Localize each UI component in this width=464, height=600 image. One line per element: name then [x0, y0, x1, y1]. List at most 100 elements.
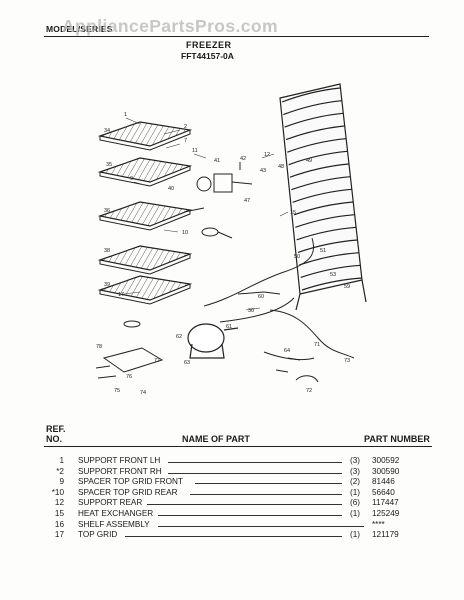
quantity: (1): [349, 487, 360, 497]
callout-number: 63: [184, 360, 190, 366]
table-header-rule: [44, 446, 432, 447]
quantity: (3): [349, 456, 360, 465]
model-code: FFT44157-0A: [181, 51, 234, 61]
fan-assembly: [183, 162, 253, 239]
quantity: (1): [349, 509, 360, 518]
callout-number: 76: [126, 374, 132, 380]
callout-number: 59: [344, 284, 350, 290]
part-name: SPACER TOP GRID FRONT: [78, 477, 183, 487]
callout-number: 11: [192, 148, 198, 154]
drain-components: [95, 320, 319, 383]
part-number: 300592: [372, 456, 400, 465]
callout-number: 48: [278, 164, 284, 170]
table-row: 9 SPACER TOP GRID FRONT (2) 81446: [44, 477, 432, 487]
callout-number: 1: [124, 112, 127, 118]
model-label: MODEL/SERIES: [46, 24, 113, 34]
callout-number: 17: [118, 292, 124, 298]
callout-number: 42: [240, 156, 246, 162]
ref-no: 9: [59, 477, 64, 487]
part-name: SPACER TOP GRID REAR: [78, 487, 178, 497]
dotted-leader: [146, 504, 342, 506]
callout-number: 15: [290, 210, 296, 216]
quantity: (3): [349, 466, 360, 476]
dotted-leader: [157, 525, 364, 527]
dotted-leader: [168, 462, 342, 463]
callout-number: 12: [264, 152, 270, 158]
quantity: (2): [349, 477, 360, 487]
part-number: 125249: [372, 509, 400, 518]
table-row: *2 SUPPORT FRONT RH (3) 300590: [44, 467, 432, 477]
part-name: TOP GRID: [78, 530, 118, 540]
part-name: SUPPORT FRONT LH: [78, 456, 161, 465]
ref-no: 1: [59, 456, 64, 465]
ref-no: *2: [56, 466, 64, 476]
section-title: FREEZER: [186, 40, 232, 50]
callout-number: 43: [260, 168, 266, 174]
callout-number: 74: [140, 390, 146, 396]
callout-number: 36: [104, 208, 110, 214]
callout-number: 39: [104, 282, 110, 288]
callout-number: 49: [306, 158, 312, 164]
dotted-leader: [190, 493, 342, 495]
part-number: 81446: [372, 477, 395, 487]
callout-number: 47: [244, 198, 250, 204]
callout-marks: [123, 117, 289, 311]
callout-number: 62: [176, 334, 182, 340]
evaporator-coil: [279, 83, 367, 311]
header-rule: [44, 36, 429, 37]
watermark: AppliancePartsPros.com: [62, 16, 278, 36]
part-number: ****: [372, 519, 385, 529]
table-row: 17 TOP GRID (1) 121179: [44, 530, 432, 540]
part-number: 300590: [372, 466, 400, 476]
ref-no: *10: [51, 487, 64, 497]
dotted-leader: [157, 515, 342, 516]
ref-no: 16: [54, 519, 64, 529]
callout-number: 2: [184, 124, 187, 130]
callout-number: 72: [306, 388, 312, 394]
callout-number: 35: [106, 162, 112, 168]
table-row: 15 HEAT EXCHANGER (1) 125249: [44, 509, 432, 519]
table-row: *10 SPACER TOP GRID REAR (1) 56640: [44, 488, 432, 498]
quantity: (1): [349, 530, 360, 540]
callout-number: 73: [344, 358, 350, 364]
callout-number: 41: [214, 158, 220, 164]
shelf-stack: [97, 121, 193, 305]
callout-number: 51: [320, 248, 326, 254]
name-of-part-header: NAME OF PART: [182, 434, 250, 444]
callout-number: 60: [258, 294, 264, 300]
ref-no: 12: [54, 498, 64, 508]
callout-number: 10: [182, 230, 188, 236]
callout-number: 50: [294, 254, 300, 260]
compressor: [187, 323, 239, 359]
part-name: HEAT EXCHANGER: [78, 509, 154, 518]
callout-number: 40: [168, 186, 174, 192]
callout-number: 38: [104, 248, 110, 254]
callout-number: 7: [184, 138, 187, 144]
callout-number: 34: [104, 128, 110, 134]
part-name: SUPPORT REAR: [78, 498, 143, 508]
callout-number: 77: [154, 358, 160, 364]
part-number: 56640: [372, 487, 395, 497]
callout-number: 53: [330, 272, 336, 278]
part-name: SUPPORT FRONT RH: [78, 466, 162, 476]
ref-no: 15: [54, 509, 64, 518]
callout-number: 75: [114, 388, 120, 394]
dotted-leader: [125, 536, 342, 538]
callout-number: 9: [130, 176, 133, 182]
part-number-header: PART NUMBER: [364, 434, 430, 444]
part-name: SHELF ASSEMBLY: [78, 519, 150, 529]
table-row: 1 SUPPORT FRONT LH (3) 300592: [44, 456, 432, 466]
quantity: (6): [349, 498, 360, 508]
callout-number: 71: [314, 342, 320, 348]
dotted-leader: [168, 472, 342, 474]
table-row: 16 SHELF ASSEMBLY ****: [44, 520, 432, 530]
ref-no: 17: [54, 530, 64, 540]
callout-number: 61: [226, 324, 232, 330]
part-number: 121179: [372, 530, 399, 540]
dotted-leader: [195, 483, 342, 485]
callout-number: 78: [96, 344, 102, 350]
callout-number: 30: [248, 308, 254, 314]
